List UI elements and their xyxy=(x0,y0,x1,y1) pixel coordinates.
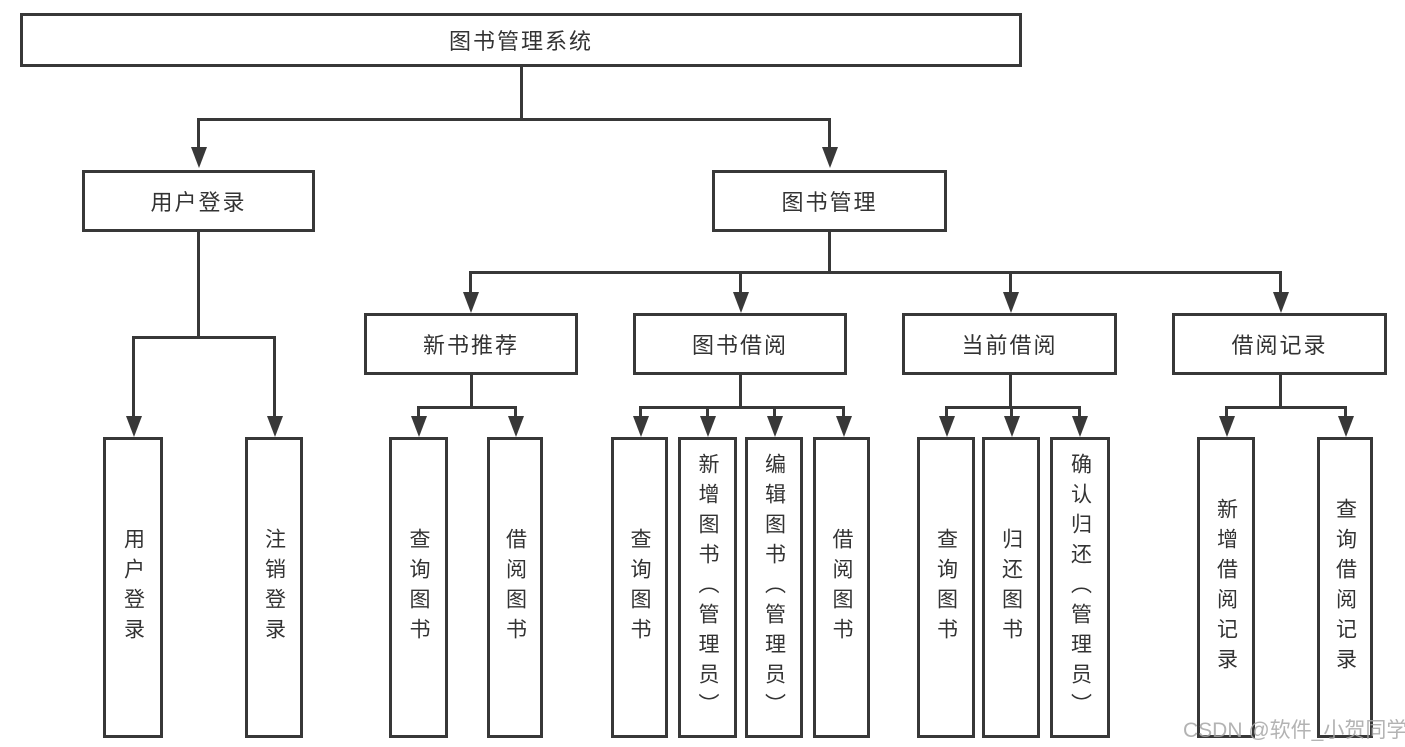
leaf-borrow-books: 借阅图书 xyxy=(813,437,870,738)
node-label: 归还图书 xyxy=(999,527,1023,648)
connector-root-bar xyxy=(197,118,830,121)
leaf-logout: 注销登录 xyxy=(245,437,303,738)
arrowhead-icon xyxy=(267,416,283,437)
node-label: 新增借阅记录 xyxy=(1214,497,1238,678)
connector-drop-leaf xyxy=(706,406,709,420)
node-label: 借阅记录 xyxy=(1231,333,1328,358)
connector-drop-newbook xyxy=(469,271,472,295)
connector-drop-leaf xyxy=(1010,406,1013,420)
node-label: 当前借阅 xyxy=(961,333,1058,358)
connector-drop-leaf xyxy=(639,406,642,420)
arrowhead-icon xyxy=(1219,416,1235,437)
node-label: 图书借阅 xyxy=(691,333,788,358)
arrowhead-icon xyxy=(1003,292,1019,313)
arrowhead-icon xyxy=(633,416,649,437)
connector-bookmgmt-bar xyxy=(469,271,1282,274)
arrowhead-icon xyxy=(767,416,783,437)
arrowhead-icon xyxy=(733,292,749,313)
node-new-book-recommend: 新书推荐 xyxy=(364,313,578,375)
connector-borrowrecords-bar xyxy=(1225,406,1346,409)
node-label: 查询图书 xyxy=(934,527,958,648)
arrowhead-icon xyxy=(508,416,524,437)
connector-bookborrow-stem xyxy=(739,375,742,406)
connector-drop-leaf xyxy=(1225,406,1228,420)
node-label: 编辑图书（管理员） xyxy=(762,452,786,723)
connector-userlogin-bar xyxy=(132,336,276,339)
connector-drop-borrowrecords xyxy=(1279,271,1282,295)
connector-drop-book-management xyxy=(828,118,831,152)
node-library-management-system: 图书管理系统 xyxy=(20,13,1022,67)
connector-drop-leaf xyxy=(514,406,517,420)
connector-drop-leaf xyxy=(417,406,420,420)
leaf-user-login: 用户登录 xyxy=(103,437,163,738)
leaf-query-books-borrow: 查询图书 xyxy=(611,437,668,738)
node-label: 查询图书 xyxy=(407,527,430,648)
arrowhead-icon xyxy=(1273,292,1289,313)
connector-root-stem xyxy=(520,67,523,118)
connector-drop-logout-leaf xyxy=(273,336,276,420)
leaf-query-books-current: 查询图书 xyxy=(917,437,975,738)
arrowhead-icon xyxy=(463,292,479,313)
connector-drop-bookborrow xyxy=(739,271,742,295)
connector-bookmgmt-stem xyxy=(828,232,831,271)
connector-currentborrow-stem xyxy=(1009,375,1012,406)
leaf-query-books-recommend: 查询图书 xyxy=(389,437,448,738)
arrowhead-icon xyxy=(126,416,142,437)
arrowhead-icon xyxy=(836,416,852,437)
leaf-add-books-admin: 新增图书（管理员） xyxy=(678,437,737,738)
arrowhead-icon xyxy=(191,147,207,168)
node-label: 图书管理 xyxy=(781,190,878,215)
node-label: 新书推荐 xyxy=(422,333,519,358)
leaf-return-books: 归还图书 xyxy=(982,437,1040,738)
node-book-borrow: 图书借阅 xyxy=(633,313,847,375)
arrowhead-icon xyxy=(1072,416,1088,437)
node-label: 查询借阅记录 xyxy=(1333,497,1357,678)
connector-drop-leaf xyxy=(1344,406,1347,420)
arrowhead-icon xyxy=(1004,416,1020,437)
arrowhead-icon xyxy=(1338,416,1354,437)
connector-newbook-bar xyxy=(417,406,517,409)
node-label: 用户登录 xyxy=(150,190,247,215)
connector-drop-currentborrow xyxy=(1009,271,1012,295)
node-current-borrow: 当前借阅 xyxy=(902,313,1117,375)
node-borrow-records: 借阅记录 xyxy=(1172,313,1387,375)
arrowhead-icon xyxy=(700,416,716,437)
leaf-add-borrow-record: 新增借阅记录 xyxy=(1197,437,1255,738)
node-label: 新增图书（管理员） xyxy=(696,452,719,723)
node-label: 注销登录 xyxy=(262,527,286,648)
connector-drop-leaf xyxy=(945,406,948,420)
node-label: 图书管理系统 xyxy=(448,29,593,54)
leaf-confirm-return-admin: 确认归还（管理员） xyxy=(1050,437,1110,738)
leaf-query-borrow-record: 查询借阅记录 xyxy=(1317,437,1373,738)
csdn-watermark: CSDN @软件_小贺同学 xyxy=(1183,719,1405,742)
leaf-edit-books-admin: 编辑图书（管理员） xyxy=(745,437,803,738)
connector-drop-leaf xyxy=(773,406,776,420)
arrowhead-icon xyxy=(411,416,427,437)
connector-bookborrow-bar xyxy=(639,406,845,409)
node-label: 用户登录 xyxy=(121,527,145,648)
connector-drop-login-leaf xyxy=(132,336,135,420)
connector-borrowrecords-stem xyxy=(1279,375,1282,406)
node-label: 确认归还（管理员） xyxy=(1068,452,1092,723)
node-book-management: 图书管理 xyxy=(712,170,947,232)
connector-newbook-stem xyxy=(470,375,473,406)
connector-drop-leaf xyxy=(842,406,845,420)
leaf-borrow-books-recommend: 借阅图书 xyxy=(487,437,543,738)
connector-drop-user-login xyxy=(197,118,200,152)
arrowhead-icon xyxy=(939,416,955,437)
node-user-login: 用户登录 xyxy=(82,170,315,232)
node-label: 借阅图书 xyxy=(503,527,527,648)
node-label: 查询图书 xyxy=(628,527,651,648)
arrowhead-icon xyxy=(822,147,838,168)
connector-userlogin-stem xyxy=(197,232,200,336)
node-label: 借阅图书 xyxy=(830,527,853,648)
connector-drop-leaf xyxy=(1078,406,1081,420)
